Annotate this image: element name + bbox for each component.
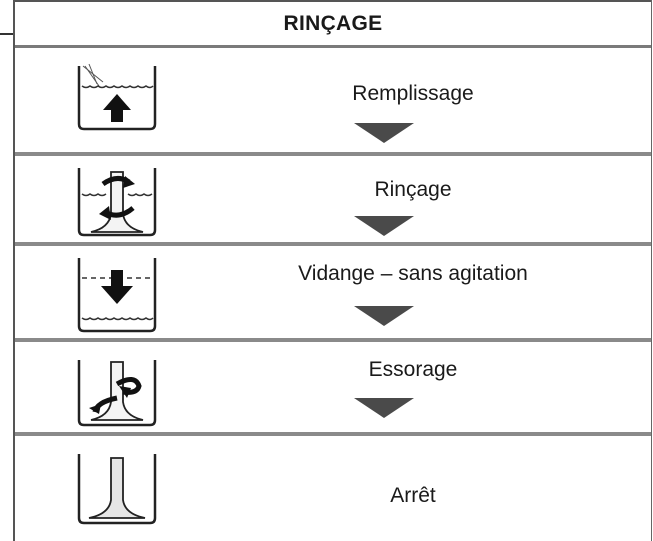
step-label-spin: Essorage — [368, 358, 458, 381]
step-row-fill: Remplissage — [15, 48, 651, 156]
step-row-rinse: Rinçage — [15, 156, 651, 246]
step-label-drain: Vidange – sans agitation — [298, 262, 528, 285]
step-label-fill: Remplissage — [352, 82, 474, 105]
tab-stub-line — [0, 33, 14, 35]
table-title: RINÇAGE — [15, 0, 651, 48]
step-label-rinse: Rinçage — [374, 178, 452, 201]
step-row-spin: Essorage — [15, 342, 651, 436]
next-step-arrow-icon — [354, 216, 414, 236]
step-row-stop: Arrêt — [15, 436, 651, 541]
rinse-agitator-icon — [77, 168, 157, 237]
next-step-arrow-icon — [354, 306, 414, 326]
next-step-arrow-icon — [354, 123, 414, 143]
cycle-table: RINÇAGE Remplissage Rinçage — [13, 0, 652, 541]
step-label-stop: Arrêt — [390, 484, 436, 507]
drain-tub-icon — [77, 258, 157, 333]
next-step-arrow-icon — [354, 398, 414, 418]
fill-tub-icon — [77, 63, 157, 131]
stop-agitator-icon — [77, 454, 157, 525]
spin-icon — [77, 360, 157, 427]
step-row-drain: Vidange – sans agitation — [15, 246, 651, 342]
